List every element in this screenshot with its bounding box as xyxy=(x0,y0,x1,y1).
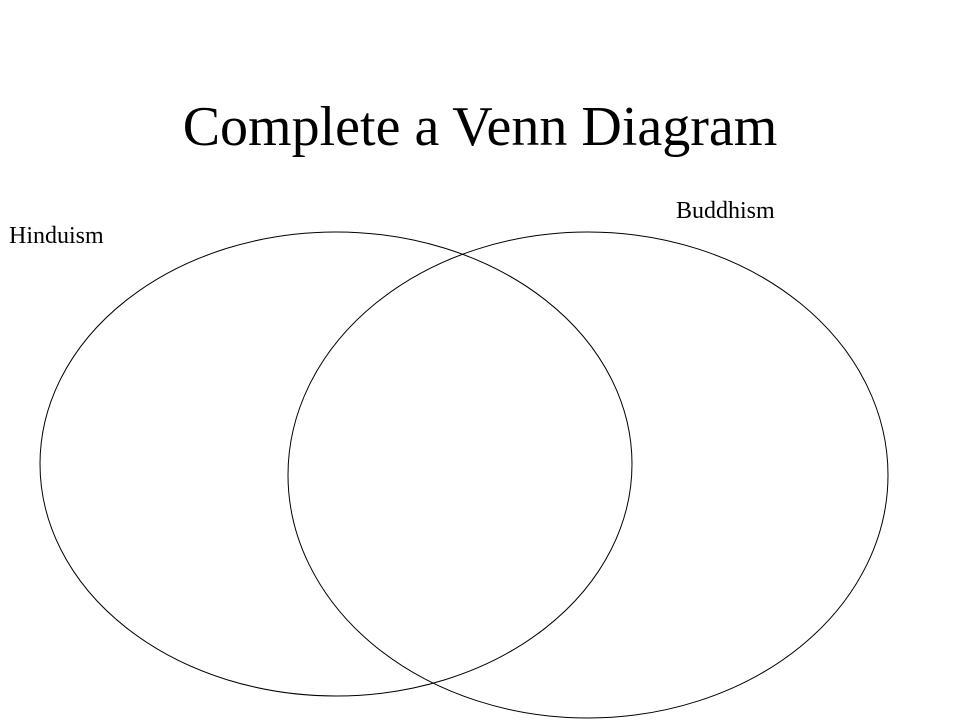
set-label-hinduism: Hinduism xyxy=(9,222,104,250)
venn-circle-hinduism xyxy=(40,232,632,696)
set-label-buddhism: Buddhism xyxy=(676,197,775,225)
venn-circle-buddhism xyxy=(288,232,888,718)
